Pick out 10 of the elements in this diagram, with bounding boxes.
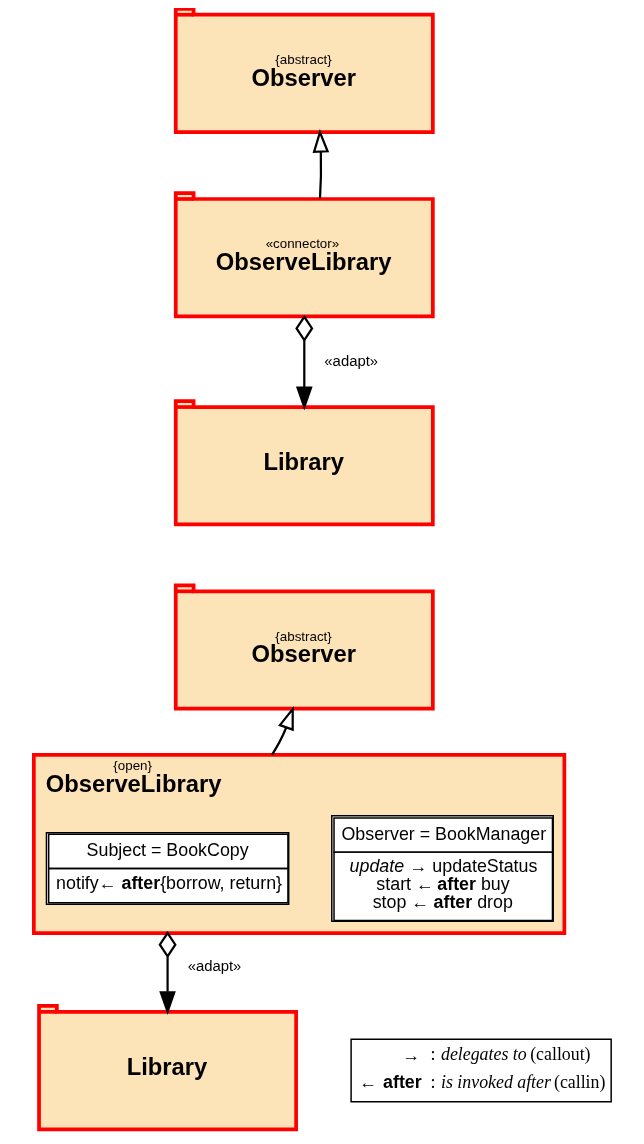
edge-label: «adapt» — [187, 958, 241, 975]
label: ← after — [358, 1071, 422, 1092]
legend-label: : is invoked after (callin) — [430, 1071, 605, 1092]
arrow — [294, 314, 313, 411]
arrow — [312, 128, 329, 199]
legend-label: : delegates to (callout) — [430, 1043, 591, 1064]
arrow — [158, 931, 177, 1015]
edge-label: «adapt» — [323, 353, 378, 370]
label: → — [401, 1045, 420, 1066]
arrow — [270, 705, 294, 756]
